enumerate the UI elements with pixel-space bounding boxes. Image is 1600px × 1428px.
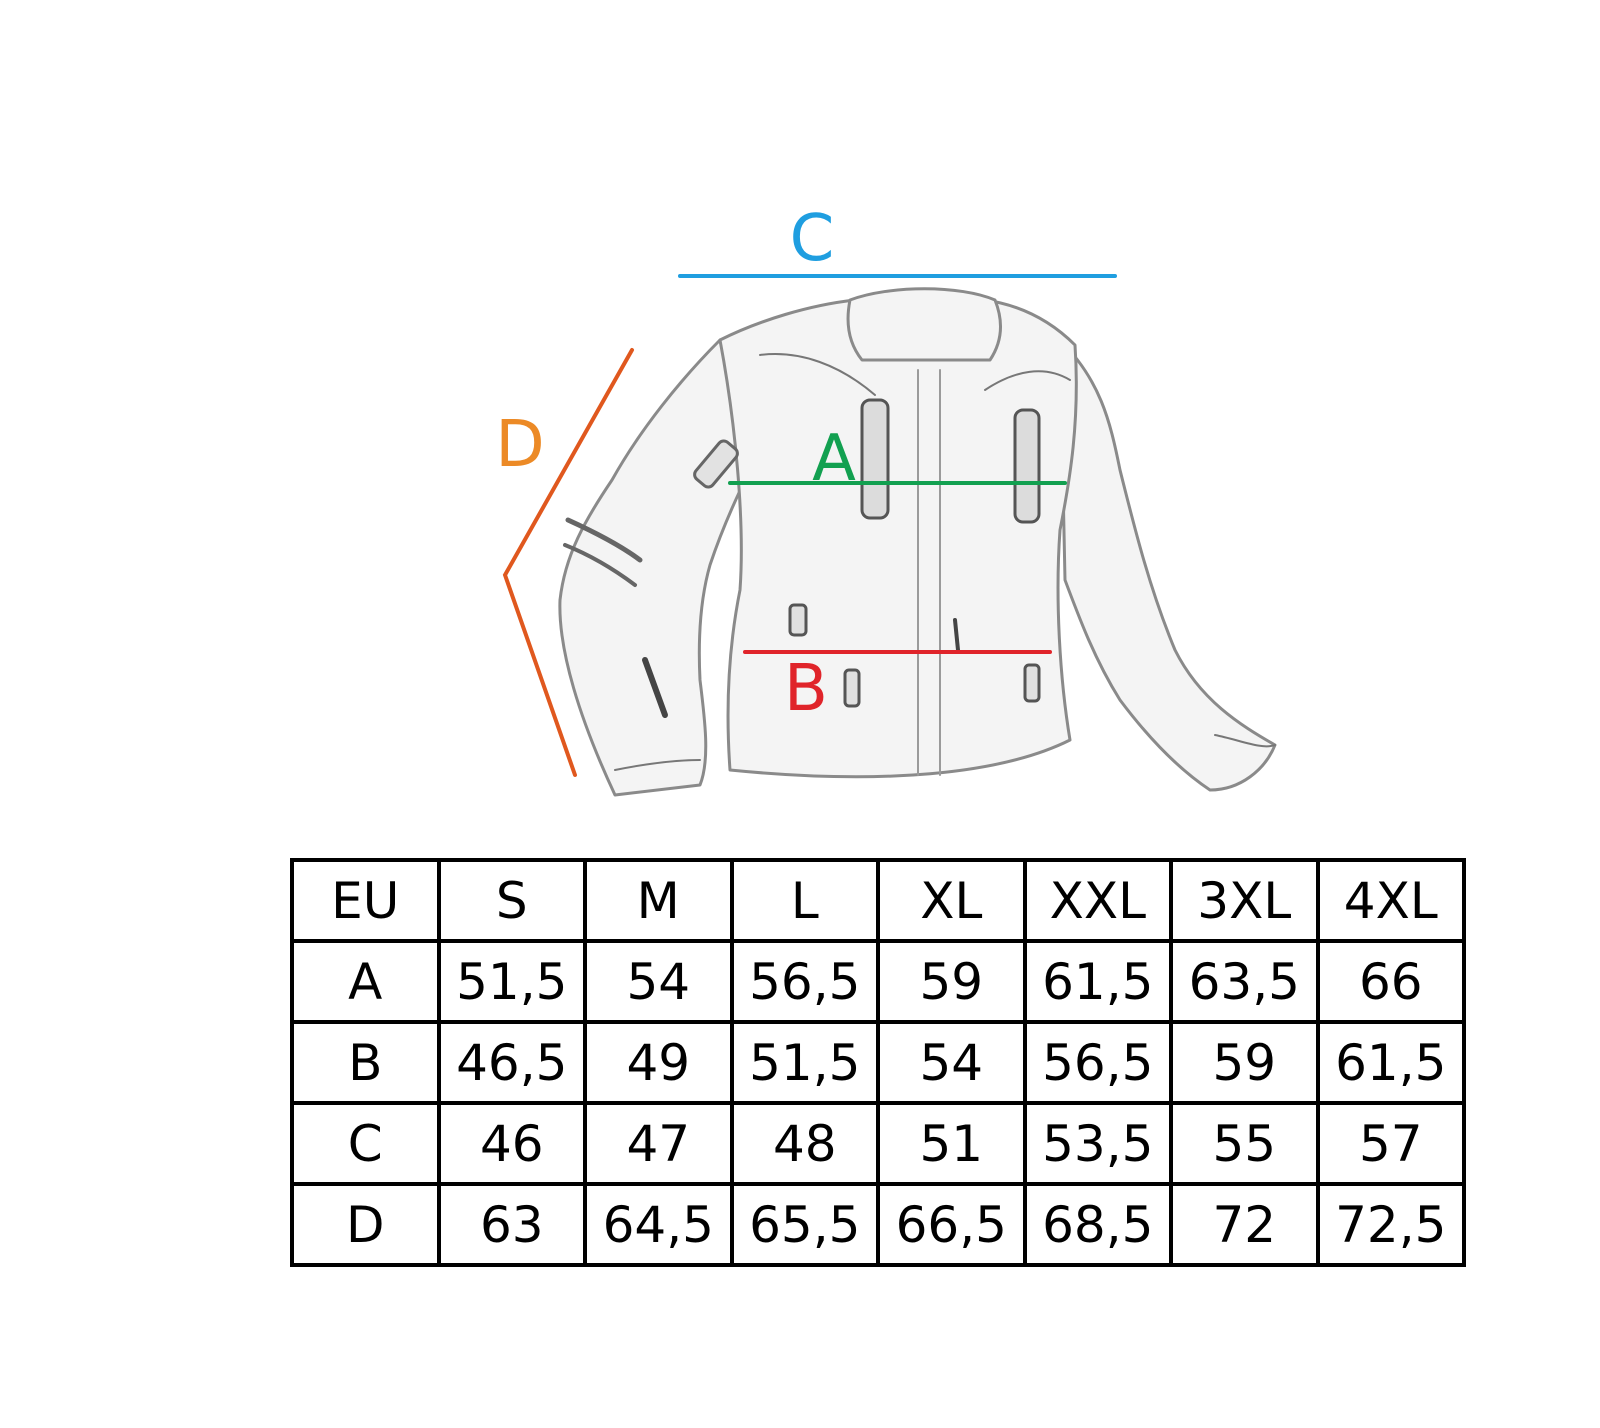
table-cell: 66,5 <box>876 1182 1027 1267</box>
table-row: B 46,5 49 51,5 54 56,5 59 61,5 <box>290 1020 1466 1105</box>
header-cell: S <box>436 858 587 943</box>
table-cell: 55 <box>1169 1101 1320 1186</box>
table-row: A 51,5 54 56,5 59 61,5 63,5 66 <box>290 939 1466 1024</box>
table-cell: 51 <box>876 1101 1027 1186</box>
table-cell: 57 <box>1315 1101 1466 1186</box>
table-cell: 51,5 <box>436 939 587 1024</box>
table-cell: 51,5 <box>729 1020 880 1105</box>
table-cell: 63 <box>436 1182 587 1267</box>
measurement-labels: C D A B <box>495 202 856 726</box>
table-row: C 46 47 48 51 53,5 55 57 <box>290 1101 1466 1186</box>
table-cell: 49 <box>583 1020 734 1105</box>
row-label-cell: B <box>290 1020 441 1105</box>
table-cell: 56,5 <box>729 939 880 1024</box>
table-cell: 63,5 <box>1169 939 1320 1024</box>
table-cell: 72,5 <box>1315 1182 1466 1267</box>
jacket-measurement-diagram: C D A B <box>495 202 1277 797</box>
size-chart-table: EU S M L XL XXL 3XL 4XL A 51,5 54 56,5 5… <box>290 858 1466 1267</box>
table-cell: 66 <box>1315 939 1466 1024</box>
row-label-cell: A <box>290 939 441 1024</box>
table-cell: 56,5 <box>1022 1020 1173 1105</box>
table-cell: 59 <box>1169 1020 1320 1105</box>
table-cell: 48 <box>729 1101 880 1186</box>
table-row: D 63 64,5 65,5 66,5 68,5 72 72,5 <box>290 1182 1466 1267</box>
measure-label-c: C <box>790 202 835 276</box>
row-label-cell: C <box>290 1101 441 1186</box>
header-cell: EU <box>290 858 441 943</box>
table-cell: 61,5 <box>1315 1020 1466 1105</box>
table-cell: 61,5 <box>1022 939 1173 1024</box>
jacket-sketch <box>558 287 1277 797</box>
table-cell: 54 <box>583 939 734 1024</box>
table-cell: 46 <box>436 1101 587 1186</box>
row-label-cell: D <box>290 1182 441 1267</box>
table-header-row: EU S M L XL XXL 3XL 4XL <box>290 858 1466 943</box>
measurement-lines <box>502 274 1117 777</box>
table-cell: 65,5 <box>729 1182 880 1267</box>
header-cell: XL <box>876 858 1027 943</box>
header-cell: 3XL <box>1169 858 1320 943</box>
measure-label-a: A <box>812 422 856 496</box>
header-cell: 4XL <box>1315 858 1466 943</box>
table-cell: 64,5 <box>583 1182 734 1267</box>
header-cell: L <box>729 858 880 943</box>
table-cell: 53,5 <box>1022 1101 1173 1186</box>
measure-line-d <box>502 348 634 777</box>
table-cell: 72 <box>1169 1182 1320 1267</box>
measure-label-d: D <box>495 408 544 482</box>
header-cell: M <box>583 858 734 943</box>
table-cell: 54 <box>876 1020 1027 1105</box>
table-cell: 46,5 <box>436 1020 587 1105</box>
table-cell: 59 <box>876 939 1027 1024</box>
table-cell: 68,5 <box>1022 1182 1173 1267</box>
measure-label-b: B <box>784 652 828 726</box>
header-cell: XXL <box>1022 858 1173 943</box>
table-cell: 47 <box>583 1101 734 1186</box>
